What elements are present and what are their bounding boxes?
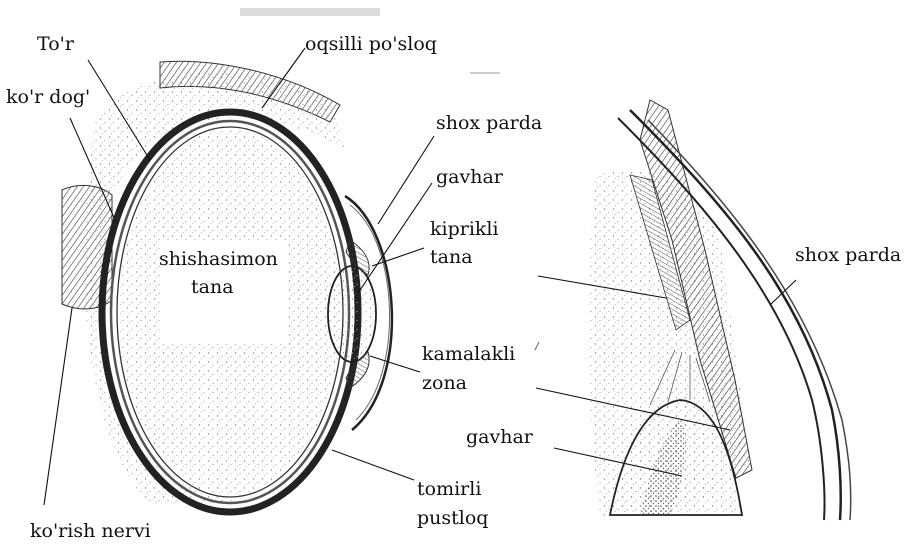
label-ciliary-body-line2: tana [430, 246, 473, 270]
label-lens-left: gavhar [436, 166, 503, 190]
label-choroid-line1: tomirli [417, 478, 481, 502]
label-choroid-line2: pustloq [417, 507, 488, 531]
label-optic-nerve: ko'rish nervi [30, 520, 151, 544]
label-cornea-left: shox parda [436, 112, 542, 136]
label-iris-line1: kamalakli [422, 343, 515, 367]
right-detail-section [588, 100, 851, 520]
lens [328, 266, 376, 362]
label-cornea-right: shox parda [795, 244, 901, 268]
label-iris-line2: zona [422, 372, 467, 396]
label-vitreous-line1: shishasimon [159, 248, 278, 272]
label-ciliary-body-line1: kiprikli [430, 218, 499, 242]
label-blind-spot: ko'r dog' [6, 86, 90, 110]
label-vitreous-line2: tana [191, 276, 234, 300]
label-sclera: oqsilli po'sloq [305, 33, 437, 57]
label-retina: To'r [37, 33, 74, 57]
label-lens-right: gavhar [466, 426, 533, 450]
